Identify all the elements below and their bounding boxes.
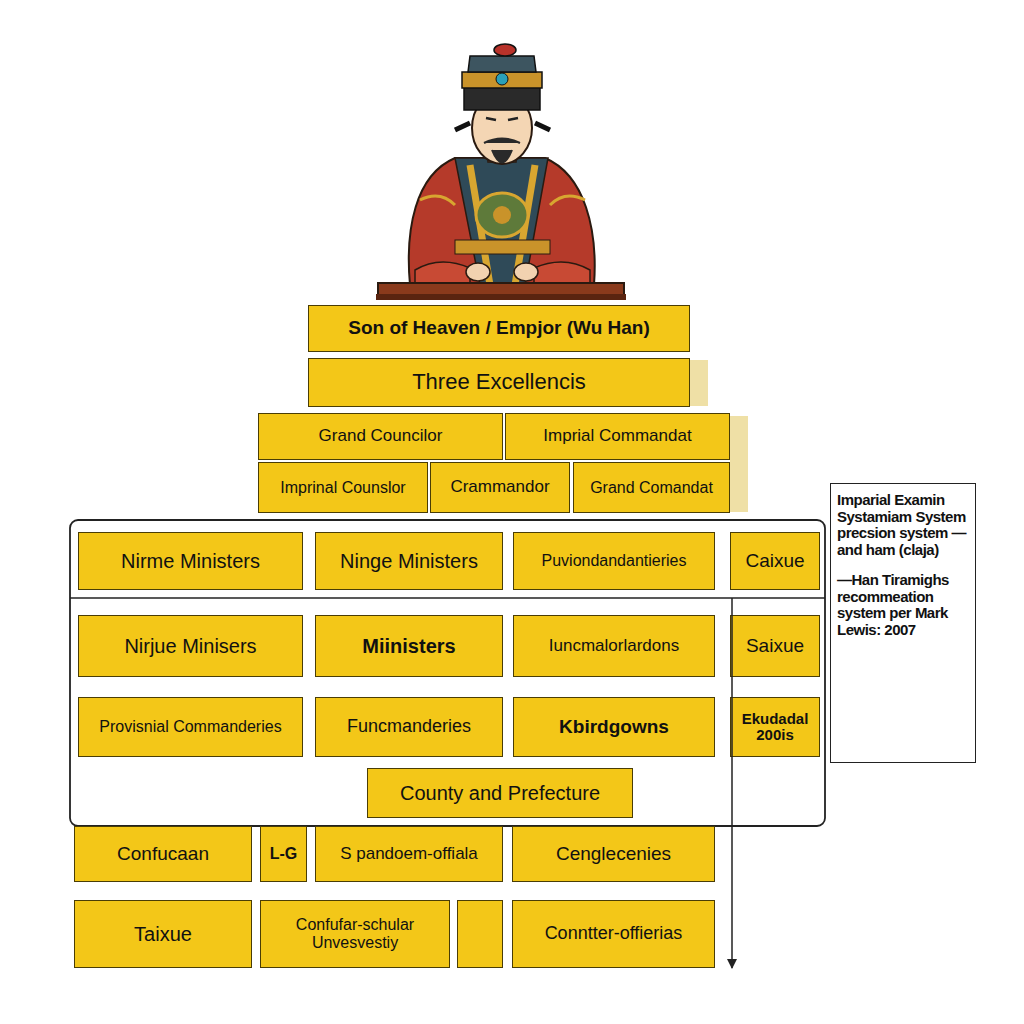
rank-box: L-G xyxy=(260,826,307,882)
box-label: —Han Tiramighs recommeation system per M… xyxy=(837,572,969,638)
box-label: Funcmanderies xyxy=(347,717,471,737)
box-label: County and Prefecture xyxy=(400,782,600,804)
rank-box: Grand Councilor xyxy=(258,413,503,460)
box-label: Ekudadal 200is xyxy=(731,711,819,744)
rank-box: Cenglecenies xyxy=(512,826,715,882)
rank-box: County and Prefecture xyxy=(367,768,633,818)
rank-box: Nirme Ministers xyxy=(78,532,303,590)
rank-box: Imprial Commandat xyxy=(505,413,730,460)
box-label: Taixue xyxy=(134,923,192,945)
box-label: Cenglecenies xyxy=(556,844,671,865)
rank-box: Nirjue Minisers xyxy=(78,615,303,677)
rank-box: Crammandor xyxy=(430,462,570,513)
box-label: Grand Councilor xyxy=(319,427,443,446)
box-label: Puviondandantieries xyxy=(542,552,687,570)
rank-box: Confufar-schular Unvesvestiy xyxy=(260,900,450,968)
rank-box: Puviondandantieries xyxy=(513,532,715,590)
box-label: Grand Comandat xyxy=(590,479,713,497)
box-label: S pandoem-offiala xyxy=(340,845,478,864)
box-label: Conntter-offierias xyxy=(545,924,683,944)
rank-box: Taixue xyxy=(74,900,252,968)
emperor-illustration xyxy=(376,44,626,300)
box-label: Miinisters xyxy=(362,635,455,657)
rank-box: Grand Comandat xyxy=(573,462,730,513)
empty-box xyxy=(457,900,503,968)
rank-box: Ekudadal 200is xyxy=(730,697,820,757)
rank-box: Conntter-offierias xyxy=(512,900,715,968)
rank-box: Son of Heaven / Empjor (Wu Han) xyxy=(308,305,690,352)
rank-box: Imprinal Counslor xyxy=(258,462,428,513)
box-label: Confucaan xyxy=(117,844,209,865)
box-label: Imparial Examin Systamiam System precsio… xyxy=(837,492,969,558)
rank-box: Provisnial Commanderies xyxy=(78,697,303,757)
rank-box: Confucaan xyxy=(74,826,252,882)
box-label: Nirme Ministers xyxy=(121,550,260,572)
box-label: Iuncmalorlardons xyxy=(549,637,679,656)
box-label: Son of Heaven / Empjor (Wu Han) xyxy=(348,318,650,339)
box-label: Three Excellencis xyxy=(412,370,586,394)
box-label: Caixue xyxy=(745,551,804,572)
box-label: Saixue xyxy=(746,636,804,657)
box-label: L-G xyxy=(270,845,298,863)
divider-line xyxy=(70,597,825,599)
box-label: Imprinal Counslor xyxy=(280,479,405,497)
rank-box: Ninge Ministers xyxy=(315,532,503,590)
box-label: Crammandor xyxy=(450,478,549,497)
rank-box: Three Excellencis xyxy=(308,358,690,407)
rank-box: Iuncmalorlardons xyxy=(513,615,715,677)
box-label: Ninge Ministers xyxy=(340,550,478,572)
rank-box: Caixue xyxy=(730,532,820,590)
rank-box: Saixue xyxy=(730,615,820,677)
rank-box: Miinisters xyxy=(315,615,503,677)
rank-box: S pandoem-offiala xyxy=(315,826,503,882)
rank-box: Kbirdgowns xyxy=(513,697,715,757)
box-label: Kbirdgowns xyxy=(559,717,669,738)
box-label: Confufar-schular Unvesvestiy xyxy=(261,916,449,951)
box-label: Provisnial Commanderies xyxy=(99,718,281,736)
box-label: Imprial Commandat xyxy=(543,427,691,446)
note-box: Imparial Examin Systamiam System precsio… xyxy=(830,483,976,763)
rank-box: Funcmanderies xyxy=(315,697,503,757)
box-label: Nirjue Minisers xyxy=(124,635,256,657)
